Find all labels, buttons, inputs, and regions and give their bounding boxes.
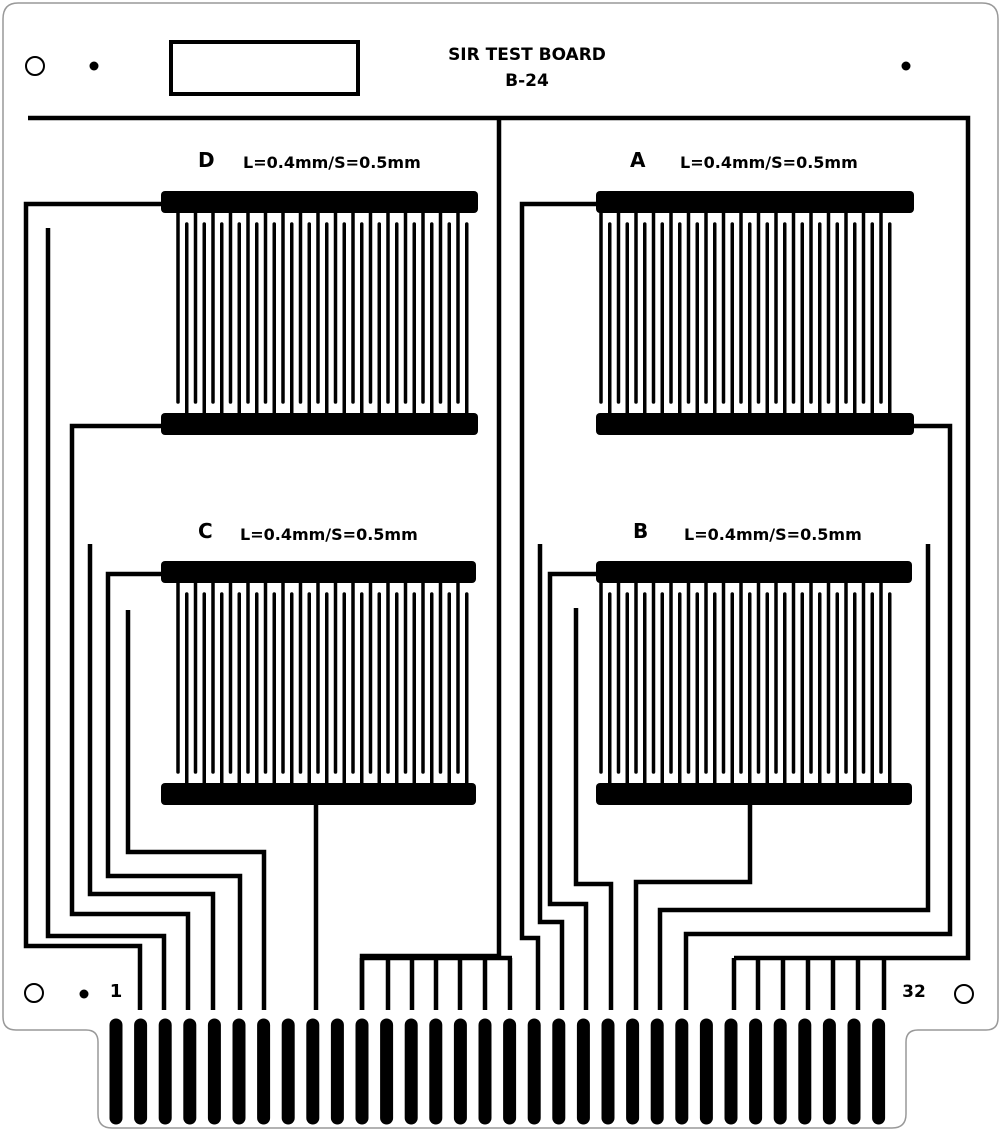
- edge-connector-fingers: [109, 1018, 886, 1125]
- trace-b-right-outer: [657, 544, 931, 1010]
- fiducial-top-left: [89, 61, 99, 71]
- comb-patterns: [161, 191, 914, 805]
- fiducial-bottom-left: [79, 989, 89, 999]
- pattern-d-letter: D: [198, 148, 215, 172]
- pattern-c-bottom-bus: [161, 783, 476, 805]
- pattern-b-comb: [596, 561, 912, 805]
- pattern-a-letter: A: [630, 148, 646, 172]
- mounting-hole-top-left: [25, 56, 45, 76]
- pattern-c-comb: [161, 561, 476, 805]
- trace-c-outer: [87, 544, 216, 1010]
- pattern-a-bottom-bus: [596, 413, 914, 435]
- pattern-c-letter: C: [198, 519, 213, 543]
- mounting-hole-bottom-left: [24, 983, 44, 1003]
- pattern-b-top-bus: [596, 561, 912, 583]
- pattern-a-comb: [596, 191, 914, 435]
- trace-b-bottom-center: [633, 794, 753, 1010]
- pattern-b-letter: B: [633, 519, 648, 543]
- pattern-b-bottom-bus: [596, 783, 912, 805]
- pattern-a-top-bus: [596, 191, 914, 213]
- label-box: [169, 40, 360, 96]
- trace-d-bottom-left: [69, 423, 191, 1010]
- pattern-c-spec: L=0.4mm/S=0.5mm: [240, 525, 418, 544]
- routing-traces: [23, 115, 971, 1010]
- trace-c-top-left: [105, 571, 243, 1010]
- trace-d-outer: [45, 228, 167, 1010]
- pattern-d-comb: [161, 191, 478, 435]
- trace-b-inner: [573, 608, 614, 1010]
- mounting-hole-bottom-right: [954, 984, 974, 1004]
- board-title: SIR TEST BOARD: [448, 45, 606, 65]
- trace-c-inner: [125, 610, 267, 1010]
- pattern-d-spec: L=0.4mm/S=0.5mm: [243, 153, 421, 172]
- pin-label-last: 32: [902, 982, 926, 1002]
- pattern-a-spec: L=0.4mm/S=0.5mm: [680, 153, 858, 172]
- trace-b-outer: [537, 544, 565, 1010]
- trace-d-top-left: [23, 201, 161, 1010]
- trace-a-top-left: [519, 201, 597, 1010]
- trace-a-bottom-right: [683, 423, 953, 1010]
- pattern-b-spec: L=0.4mm/S=0.5mm: [684, 525, 862, 544]
- trace-b-top-left: [547, 571, 597, 1010]
- pin-label-first: 1: [110, 981, 123, 1002]
- board-model: B-24: [505, 71, 549, 91]
- fiducial-top-right: [901, 61, 911, 71]
